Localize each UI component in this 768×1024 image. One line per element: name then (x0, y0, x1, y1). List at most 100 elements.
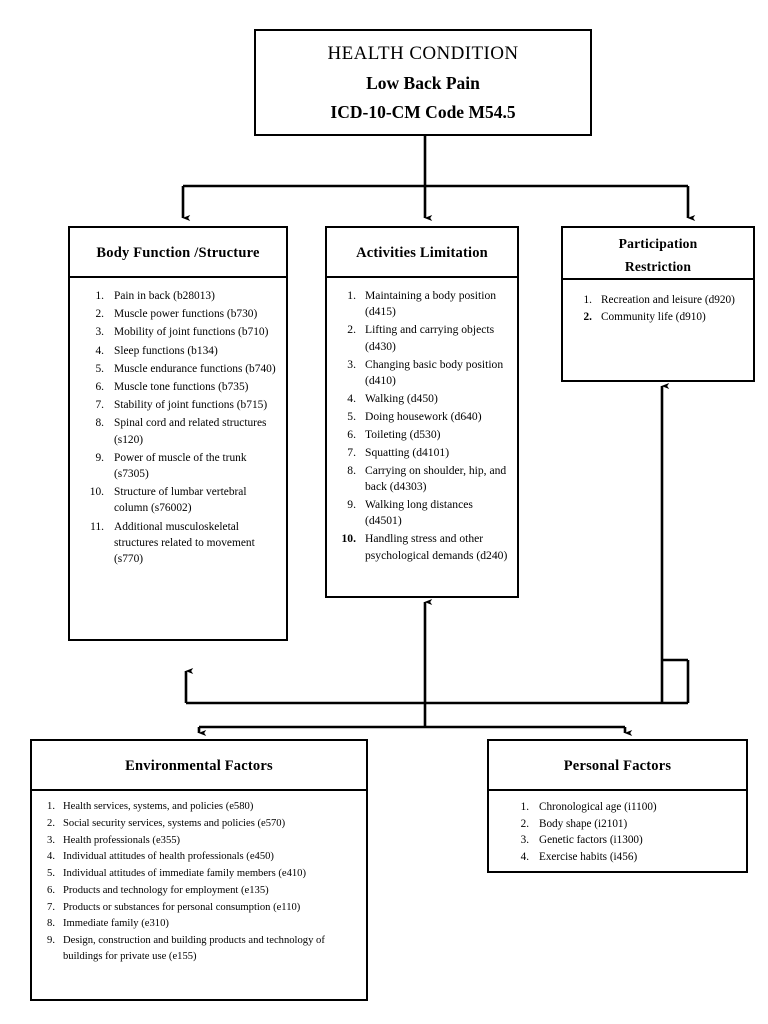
list-item-label: Maintaining a body position (d415) (365, 289, 497, 319)
list-item-number: 2. (347, 323, 356, 337)
list-item-number: 6. (347, 427, 356, 441)
list-item: 5. Doing housework (d640) (334, 409, 509, 425)
list-item-number: 5. (47, 868, 55, 880)
list-item-number: 9. (47, 935, 55, 947)
list-item-label: Products and technology for employment (… (63, 884, 269, 896)
list-item-number: 1. (95, 290, 104, 302)
list-item: 1. Maintaining a body position (d415) (334, 288, 509, 321)
list-item-number: 6. (95, 381, 104, 394)
list-item-number: 3. (47, 834, 55, 846)
list-item: 3.Changing basic body position (d410) (334, 357, 509, 390)
list-item-number: 4. (347, 391, 356, 405)
list-item: 1. Pain in back (b28013) (78, 288, 278, 304)
list-item: 7.Stability of joint functions (b715) (78, 397, 278, 413)
list-item-label: Muscle tone functions (b735) (114, 381, 249, 394)
list-item: 6. Toileting (d530) (334, 427, 509, 443)
participation-restriction-title-line1: Participation (618, 236, 698, 251)
list-item: 9. Design, construction and building prod… (37, 933, 358, 964)
list-item-number: 3. (520, 834, 529, 847)
list-item-label: Toileting (d530) (365, 427, 441, 441)
list-item-number: 1. (520, 801, 529, 813)
list-item-number: 10. (341, 532, 357, 546)
list-item-number: 5. (95, 362, 104, 375)
list-item-label: Recreation and leisure (d920) (601, 294, 735, 306)
list-item-number: 4. (95, 344, 104, 357)
list-item: 4. Walking (d450) (334, 391, 509, 407)
list-item-number: 9. (347, 497, 356, 511)
participation-restriction-box: Participation Restriction 1. Recreation a… (561, 226, 755, 382)
list-item-label: Pain in back (b28013) (114, 290, 215, 302)
list-item-label: Design, construction and building produc… (63, 935, 325, 962)
list-item-label: Individual attitudes of immediate family… (63, 868, 306, 880)
personal-factors-title: Personal Factors (489, 741, 746, 791)
health-condition-box: HEALTH CONDITION Low Back Pain ICD-10-CM… (254, 29, 592, 136)
body-function-body: 1. Pain in back (b28013) 2. Muscle power fu… (70, 278, 286, 575)
list-item: 2.Social security services, systems and … (37, 816, 358, 832)
list-item: 3.Health professionals (e355) (37, 833, 358, 849)
list-item-label: Carrying on shoulder, hip, and back (d43… (365, 463, 507, 493)
participation-restriction-title-line2: Restriction (624, 259, 692, 274)
list-item-label: Mobility of joint functions (b710) (114, 326, 269, 339)
list-item-number: 10. (89, 486, 104, 499)
list-item: 8. Carrying on shoulder, hip, and back (d… (334, 463, 509, 496)
list-item-label: Genetic factors (i1300) (539, 834, 643, 847)
list-item-label: Lifting and carrying objects (d430) (365, 323, 495, 353)
list-item-number: 1. (47, 801, 55, 812)
list-item-label: Products or substances for personal cons… (63, 901, 301, 913)
list-item-label: Spinal cord and related structures (s120… (114, 417, 267, 446)
list-item: 3. Genetic factors (i1300) (509, 832, 738, 848)
list-item-label: Body shape (i2101) (539, 817, 628, 830)
list-item-number: 1. (347, 289, 356, 302)
list-item-label: Additional musculoskeletal structures re… (114, 520, 255, 566)
list-item-number: 7. (347, 445, 356, 459)
list-item-number: 2. (95, 308, 104, 321)
body-function-structure-box: Body Function /Structure 1. Pain in back … (68, 226, 288, 641)
body-function-list: 1. Pain in back (b28013) 2. Muscle power fu… (78, 288, 278, 567)
list-item: 2. Body shape (i2101) (509, 816, 738, 832)
list-item-number: 6. (47, 884, 55, 896)
list-item-number: 8. (47, 918, 55, 930)
list-item-label: Community life (d910) (601, 311, 706, 323)
environmental-factors-title: Environmental Factors (32, 741, 366, 791)
list-item-number: 2. (520, 817, 529, 830)
environmental-factors-list: 1.Health services, systems, and policies… (37, 799, 358, 964)
list-item-number: 1. (583, 294, 592, 306)
list-item-number: 7. (47, 901, 55, 913)
list-item-label: Immediate family (e310) (63, 918, 169, 930)
list-item-label: Squatting (d4101) (365, 445, 450, 459)
activities-limitation-list: 1. Maintaining a body position (d415) 2. Li… (334, 288, 509, 564)
list-item: 8. Immediate family (e310) (37, 916, 358, 932)
list-item-label: Doing housework (d640) (365, 409, 482, 423)
list-item: 9.Walking long distances (d4501) (334, 497, 509, 530)
list-item: 7. Squatting (d4101) (334, 445, 509, 461)
list-item-number: 5. (347, 409, 356, 423)
list-item-label: Sleep functions (b134) (114, 344, 218, 357)
list-item-label: Muscle power functions (b730) (114, 308, 258, 321)
list-item: 11. Additional musculoskeletal structures… (78, 519, 278, 568)
list-item-label: Exercise habits (i456) (539, 851, 638, 864)
list-item: 9.Power of muscle of the trunk (s7305) (78, 450, 278, 482)
list-item-number: 4. (520, 851, 529, 864)
list-item: 2. Lifting and carrying objects (d430) (334, 322, 509, 355)
list-item: 8. Spinal cord and related structures (s1… (78, 415, 278, 447)
list-item-label: Structure of lumbar vertebral column (s7… (114, 486, 247, 515)
list-item: 5. Individual attitudes of immediate fami… (37, 866, 358, 882)
list-item-number: 3. (347, 357, 356, 371)
list-item-number: 3. (95, 326, 104, 339)
list-item-label: Walking (d450) (365, 391, 438, 405)
activities-limitation-body: 1. Maintaining a body position (d415) 2. Li… (327, 278, 517, 572)
list-item-number: 8. (95, 417, 104, 430)
list-item-label: Power of muscle of the trunk (s7305) (114, 451, 247, 481)
list-item-number: 11. (90, 520, 104, 533)
body-function-title: Body Function /Structure (70, 228, 286, 278)
list-item: 10. Structure of lumbar vertebral column … (78, 484, 278, 516)
list-item-number: 8. (347, 463, 356, 477)
list-item-label: Individual attitudes of health professio… (63, 851, 274, 863)
list-item: 4.Individual attitudes of health profess… (37, 849, 358, 865)
health-condition-icd-code: ICD-10-CM Code M54.5 (330, 102, 516, 122)
health-condition-diagnosis: Low Back Pain (366, 72, 480, 93)
environmental-factors-body: 1.Health services, systems, and policies… (32, 791, 366, 972)
activities-limitation-box: Activities Limitation 1.Maintaining a bo… (325, 226, 519, 598)
participation-restriction-body: 1.Recreation and leisure (d920)2.Communi… (563, 280, 753, 332)
